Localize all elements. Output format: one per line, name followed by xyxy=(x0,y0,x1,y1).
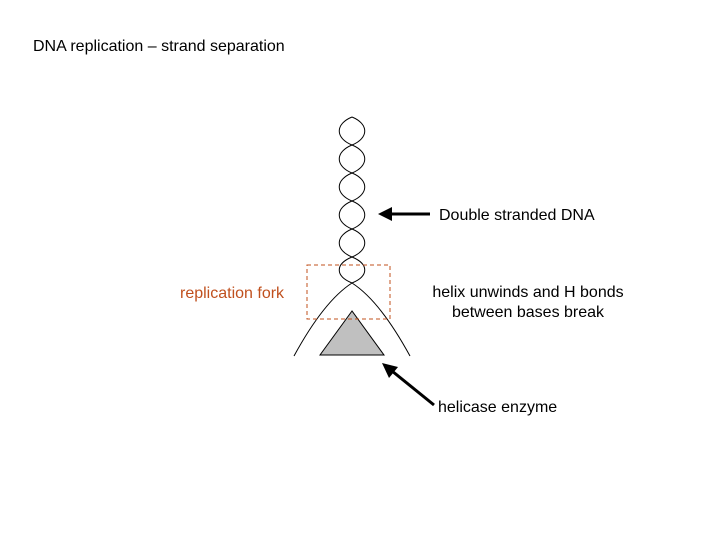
helix-strand-right xyxy=(350,116,366,284)
label-helix-unwinds: helix unwinds and H bonds between bases … xyxy=(398,283,658,323)
arrow-double-stranded-head xyxy=(378,207,392,221)
dna-double-helix xyxy=(338,116,366,284)
helicase-enzyme-shape xyxy=(319,310,385,356)
fork-strand-left xyxy=(293,282,353,357)
arrow-helicase-shaft xyxy=(391,369,435,407)
separated-strands xyxy=(293,282,411,357)
label-replication-fork: replication fork xyxy=(180,285,285,302)
slide-title: DNA replication – strand separation xyxy=(33,38,285,55)
arrow-helicase-head xyxy=(382,363,398,378)
helix-strand-left xyxy=(338,116,354,284)
label-helicase-enzyme: helicase enzyme xyxy=(438,399,558,416)
label-helix-unwinds-line1: helix unwinds and H bonds xyxy=(432,284,624,301)
replication-fork-box xyxy=(306,264,391,320)
fork-strand-right xyxy=(351,282,411,357)
label-double-stranded-dna: Double stranded DNA xyxy=(439,207,595,224)
label-helix-unwinds-line2: between bases break xyxy=(451,304,605,321)
arrows xyxy=(378,207,435,407)
